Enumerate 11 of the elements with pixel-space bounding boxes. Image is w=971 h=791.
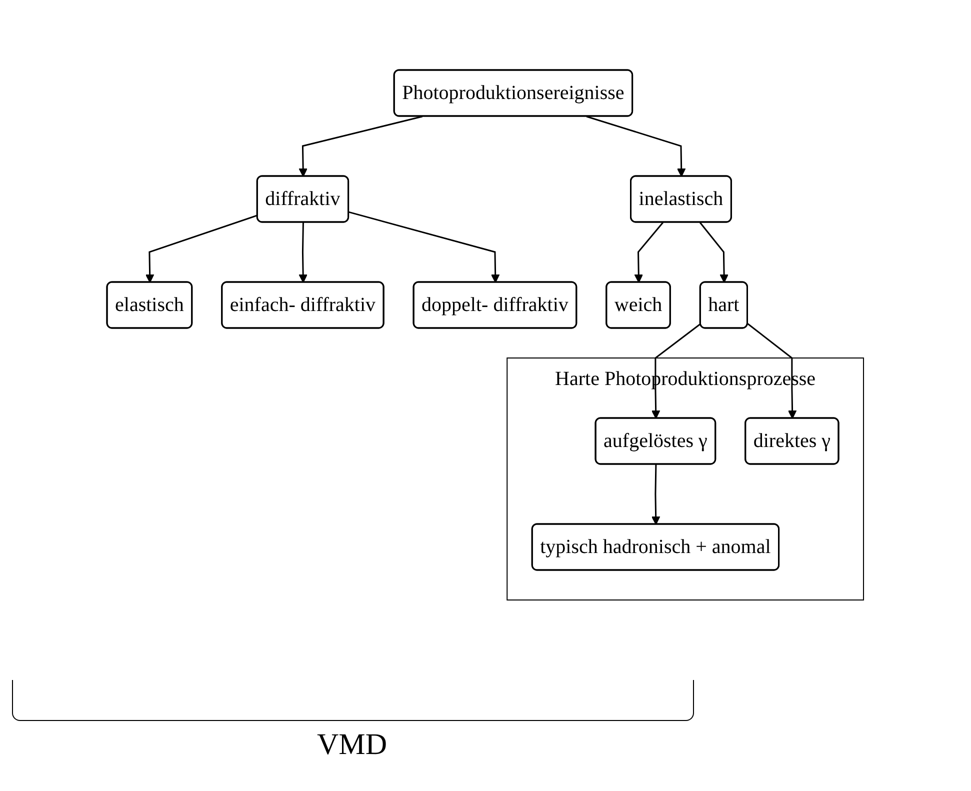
arrow <box>748 323 797 419</box>
arrow <box>348 211 500 283</box>
arrow <box>146 214 258 283</box>
arrow <box>700 222 729 283</box>
arrow <box>586 116 686 177</box>
arrow <box>652 323 702 419</box>
arrow <box>652 464 660 525</box>
arrow <box>634 222 664 283</box>
arrow <box>298 222 308 283</box>
arrow <box>298 116 423 177</box>
bracket-label: VMD <box>316 728 387 762</box>
